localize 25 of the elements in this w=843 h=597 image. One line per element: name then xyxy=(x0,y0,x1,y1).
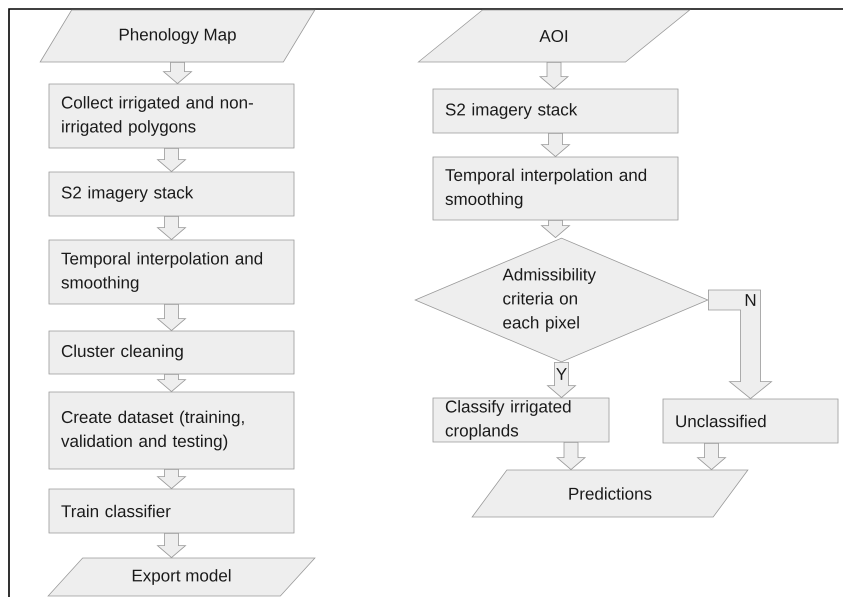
process-box: Cluster cleaning xyxy=(48,330,294,374)
block-arrow xyxy=(540,220,571,238)
edge-label: Y xyxy=(555,368,568,380)
process-box: S2 imagery stack xyxy=(432,88,678,134)
process-box: S2 imagery stack xyxy=(48,172,294,216)
process-box: Collect irrigated and non-irrigated polygons xyxy=(48,84,294,148)
block-arrow xyxy=(162,62,193,84)
block-arrow xyxy=(156,469,187,490)
process-box: Unclassified xyxy=(662,398,838,444)
process-box: Temporal interpolation and smoothing xyxy=(432,156,678,220)
block-arrow xyxy=(156,216,187,240)
block-arrow xyxy=(540,133,571,158)
process-box: Train classifier xyxy=(48,488,294,534)
block-arrow xyxy=(708,290,773,400)
block-arrow xyxy=(156,533,187,558)
process-box: Classify irrigated croplands xyxy=(432,398,610,442)
block-arrow xyxy=(156,148,187,172)
block-arrow xyxy=(156,304,187,332)
block-arrow xyxy=(538,62,570,90)
process-box: Create dataset (training, validation and testing) xyxy=(48,392,294,470)
block-arrow xyxy=(556,442,586,470)
block-arrow xyxy=(696,443,727,470)
edge-label: N xyxy=(744,294,758,306)
block-arrow xyxy=(156,374,187,392)
process-box: Temporal interpolation and smoothing xyxy=(48,240,294,304)
